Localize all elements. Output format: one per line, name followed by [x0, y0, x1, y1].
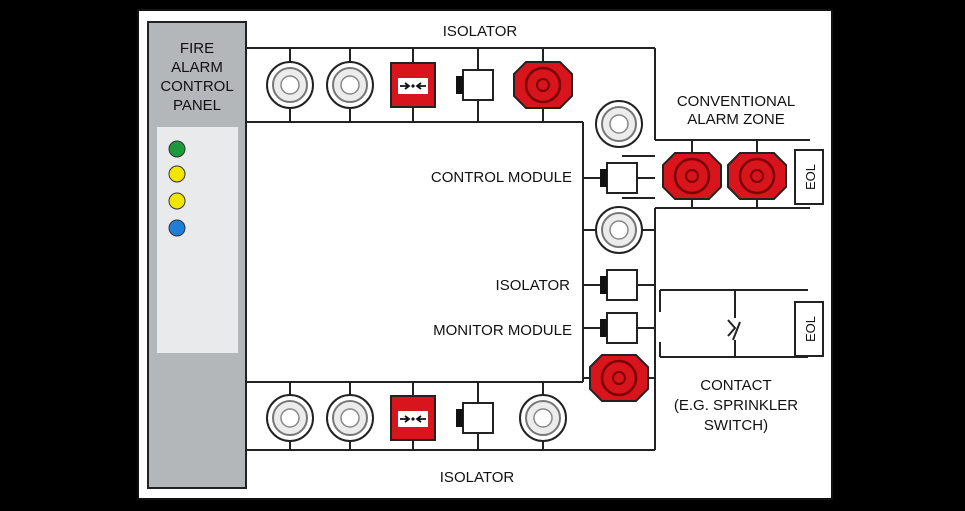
alarm-zone-label-line-2: ALARM ZONE: [687, 111, 785, 128]
alarm-horn-icon: [512, 60, 574, 110]
smoke-detector-icon: [595, 206, 643, 254]
contact-label-line-2: (E.G. SPRINKLER: [674, 397, 798, 414]
alarm-horn-icon: [661, 151, 723, 201]
alarm-horn-icon: [726, 151, 788, 201]
eol-label: EOL: [803, 316, 818, 342]
contact-label-line-3: SWITCH): [704, 417, 768, 434]
smoke-detector-icon: [326, 394, 374, 442]
fire-alarm-control-panel: FIRE ALARM CONTROL PANEL: [147, 21, 247, 489]
panel-title-line-3: CONTROL: [160, 78, 233, 95]
indicator-light: [168, 192, 186, 210]
panel-title-line-1: FIRE: [180, 40, 214, 57]
isolator-label-bottom: ISOLATOR: [440, 469, 515, 486]
eol-resistor-bottom: EOL: [794, 301, 824, 357]
monitor-module-label: MONITOR MODULE: [433, 322, 572, 339]
eol-label: EOL: [803, 164, 818, 190]
isolator-label-mid: ISOLATOR: [496, 277, 571, 294]
smoke-detector-icon: [266, 61, 314, 109]
alarm-zone-label-line-1: CONVENTIONAL: [677, 93, 795, 110]
indicator-light: [168, 165, 186, 183]
eol-resistor-top: EOL: [794, 149, 824, 205]
alarm-horn-icon: [588, 353, 650, 403]
control-module-label: CONTROL MODULE: [431, 169, 572, 186]
panel-title-line-2: ALARM: [171, 59, 223, 76]
indicator-light: [168, 140, 186, 158]
indicator-light: [168, 219, 186, 237]
smoke-detector-icon: [595, 100, 643, 148]
manual-call-point-icon: [390, 395, 436, 441]
isolator-label-top: ISOLATOR: [443, 23, 518, 40]
panel-title-line-4: PANEL: [173, 97, 221, 114]
smoke-detector-icon: [266, 394, 314, 442]
smoke-detector-icon: [326, 61, 374, 109]
smoke-detector-icon: [519, 394, 567, 442]
contact-label-line-1: CONTACT: [700, 377, 771, 394]
manual-call-point-icon: [390, 62, 436, 108]
